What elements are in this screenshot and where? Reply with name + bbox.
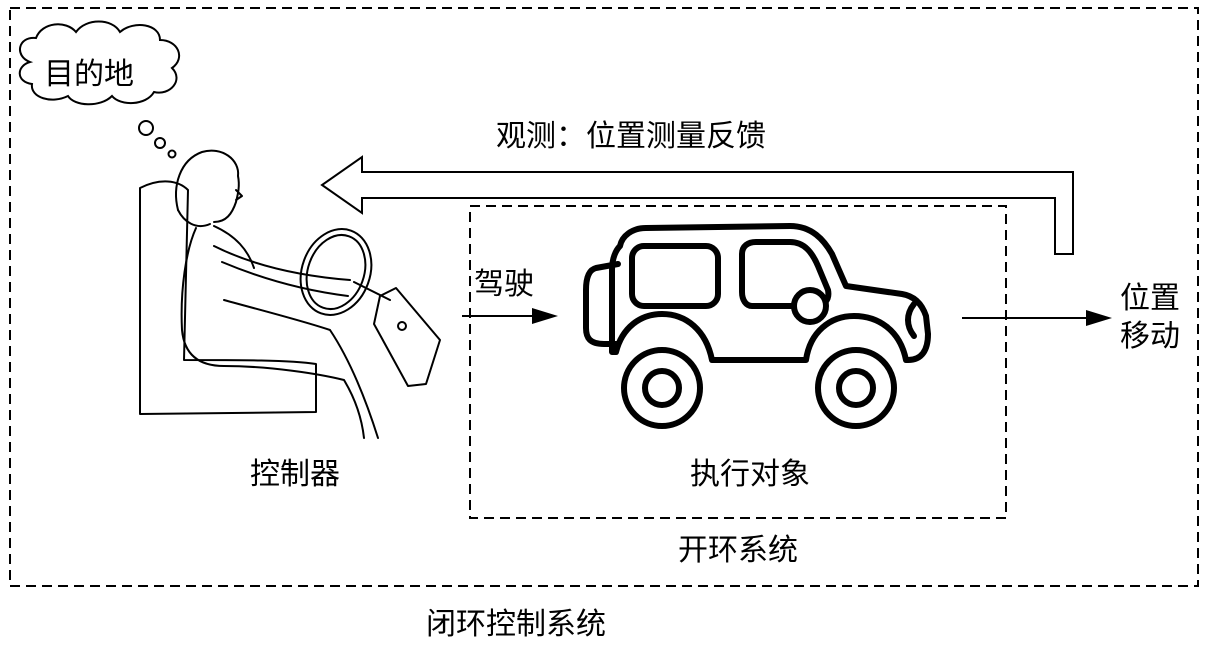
- goal-label: 目的地: [44, 57, 134, 92]
- closed-loop-boundary: [9, 7, 1199, 587]
- feedback-label: 观测：位置测量反馈: [496, 119, 766, 154]
- controller-label: 控制器: [250, 457, 340, 492]
- output-label-line2: 移动: [1120, 319, 1180, 354]
- closed-loop-label: 闭环控制系统: [426, 607, 606, 642]
- open-loop-label: 开环系统: [678, 533, 798, 568]
- car-icon: [583, 223, 931, 429]
- output-label-line1: 位置: [1120, 281, 1180, 316]
- drive-arrow: [462, 308, 558, 324]
- drive-label: 驾驶: [474, 267, 534, 302]
- open-loop-boundary: [469, 205, 1007, 519]
- driver-in-seat-icon: [139, 149, 441, 439]
- output-arrow: [962, 310, 1112, 326]
- feedback-arrow: [320, 155, 1074, 255]
- thought-cloud-icon: [18, 20, 181, 159]
- plant-label: 执行对象: [690, 457, 810, 492]
